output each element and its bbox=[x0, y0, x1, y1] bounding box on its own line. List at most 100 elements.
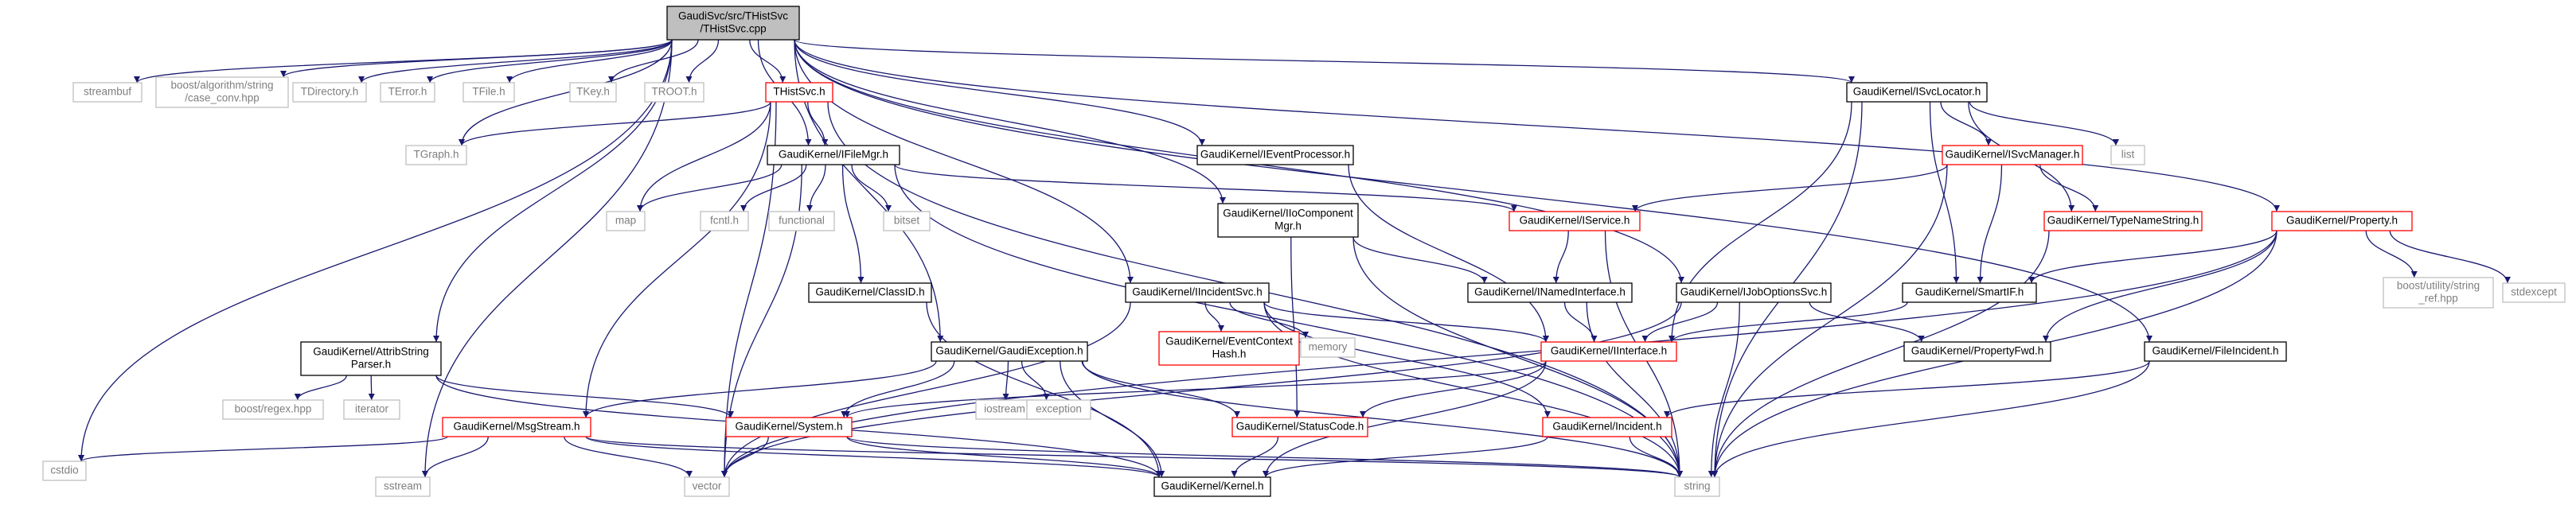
node-inamed[interactable]: GaudiKernel/INamedInterface.h bbox=[1467, 282, 1633, 303]
edge-ifilemgr-to-bitset bbox=[851, 164, 892, 212]
node-label-ieventproc: GaudiKernel/IEventProcessor.h bbox=[1200, 149, 1350, 161]
edge-system-string bbox=[846, 436, 1683, 478]
node-label-tdirectory: TDirectory.h bbox=[301, 86, 359, 98]
node-box-ifilemgr bbox=[767, 145, 900, 165]
edge-root-troot bbox=[685, 39, 720, 84]
node-label-eventctx: GaudiKernel/EventContext bbox=[1165, 336, 1293, 348]
edge-root-to-iiocomp bbox=[794, 39, 1226, 204]
edge-iiocomp-inamed bbox=[1352, 236, 1488, 284]
node-smartif[interactable]: GaudiKernel/SmartIF.h bbox=[1902, 282, 2037, 303]
node-label-boostutil: _ref.hpp bbox=[2418, 293, 2458, 305]
edge-msgstream-to-vector bbox=[564, 436, 693, 478]
node-label-eventctx: Hash.h bbox=[1212, 348, 1247, 360]
node-iinterface[interactable]: GaudiKernel/IInterface.h bbox=[1540, 341, 1677, 362]
node-label-tfile: TFile.h bbox=[472, 86, 505, 98]
edge-root-tfile bbox=[506, 39, 673, 84]
node-box-incident bbox=[1542, 417, 1672, 437]
node-statuscode[interactable]: GaudiKernel/StatusCode.h bbox=[1231, 417, 1368, 437]
node-kernel[interactable]: GaudiKernel/Kernel.h bbox=[1153, 476, 1271, 497]
edge-thistsvc-to-map bbox=[637, 101, 771, 212]
edge-root-tdirectory bbox=[358, 39, 673, 84]
edge-ijobopt-propfwd bbox=[1809, 301, 1925, 343]
edge-isvcloc-to-isvcmgr bbox=[1940, 101, 1992, 146]
edge-attrib-to-system bbox=[435, 375, 734, 418]
node-ijobopt[interactable]: GaudiKernel/IJobOptionsSvc.h bbox=[1676, 282, 1832, 303]
node-iservice[interactable]: GaudiKernel/IService.h bbox=[1509, 211, 1641, 231]
edge-iincident-eventctx bbox=[1204, 301, 1224, 332]
edge-iinterface-to-kernel bbox=[1263, 360, 1547, 478]
node-isvcloc[interactable]: GaudiKernel/ISvcLocator.h bbox=[1846, 82, 1988, 103]
node-tgraph: TGraph.h bbox=[405, 145, 467, 165]
edge-root-isvcloc bbox=[794, 39, 1855, 84]
node-label-boostalgo: boost/algorithm/string bbox=[170, 80, 273, 91]
edge-root-fileinc bbox=[794, 39, 2153, 343]
node-iincident[interactable]: GaudiKernel/IIncidentSvc.h bbox=[1125, 282, 1270, 303]
edge-iincident-to-vector bbox=[721, 301, 1131, 478]
node-label-root: /THistSvc.cpp bbox=[700, 23, 766, 35]
edge-root-to-ieventproc bbox=[794, 39, 1205, 146]
node-label-iiocomp: GaudiKernel/IIoComponent bbox=[1223, 208, 1353, 220]
node-ifilemgr[interactable]: GaudiKernel/IFileMgr.h bbox=[767, 145, 900, 165]
node-box-root bbox=[666, 6, 800, 41]
edge-isvcmgr-to-typename bbox=[2039, 164, 2099, 212]
node-label-functional: functional bbox=[779, 215, 825, 227]
edge-gaudiexc-to-system bbox=[841, 360, 955, 418]
node-typename[interactable]: GaudiKernel/TypeNameString.h bbox=[2043, 211, 2203, 231]
node-box-boostutil bbox=[2383, 277, 2494, 309]
edge-thistsvc-to-tgraph bbox=[459, 101, 771, 146]
edge-isvcmgr-smartif bbox=[1977, 164, 2003, 284]
node-label-iincident: GaudiKernel/IIncidentSvc.h bbox=[1132, 286, 1263, 298]
edge-isvcmgr-typename bbox=[2039, 164, 2099, 212]
node-label-system: GaudiKernel/System.h bbox=[735, 421, 842, 433]
node-tfile: TFile.h bbox=[463, 82, 515, 103]
node-label-fcntl: fcntl.h bbox=[710, 215, 739, 227]
edge-root-property bbox=[794, 39, 2280, 212]
node-label-terror: TError.h bbox=[388, 86, 427, 98]
node-label-isvcmgr: GaudiKernel/ISvcManager.h bbox=[1946, 149, 2080, 161]
node-gaudiexc[interactable]: GaudiKernel/GaudiException.h bbox=[931, 341, 1088, 362]
edge-root-to-sstream bbox=[422, 39, 673, 478]
node-propfwd[interactable]: GaudiKernel/PropertyFwd.h bbox=[1903, 341, 2051, 362]
node-label-stdexcept: stdexcept bbox=[2511, 286, 2557, 298]
node-isvcmgr[interactable]: GaudiKernel/ISvcManager.h bbox=[1942, 145, 2083, 165]
node-system[interactable]: GaudiKernel/System.h bbox=[725, 417, 853, 437]
node-box-exception bbox=[1026, 399, 1091, 420]
edge-property-boostutil bbox=[2365, 230, 2418, 278]
node-root[interactable]: GaudiSvc/src/THistSvc/THistSvc.cpp bbox=[666, 6, 800, 41]
node-property[interactable]: GaudiKernel/Property.h bbox=[2271, 211, 2413, 231]
node-label-property: GaudiKernel/Property.h bbox=[2286, 215, 2398, 227]
edge-ifilemgr-classid bbox=[841, 164, 865, 284]
edge-msgstream-string bbox=[585, 436, 1683, 478]
node-box-gaudiexc bbox=[931, 341, 1088, 362]
edge-gaudiexc-system bbox=[841, 360, 955, 418]
edge-gaudiexc-msgstream bbox=[583, 360, 937, 418]
node-fileinc[interactable]: GaudiKernel/FileIncident.h bbox=[2144, 341, 2287, 362]
node-msgstream[interactable]: GaudiKernel/MsgStream.h bbox=[442, 417, 591, 437]
node-label-sstream: sstream bbox=[384, 480, 422, 492]
node-box-property bbox=[2271, 211, 2413, 231]
edge-msgstream-to-string bbox=[585, 436, 1683, 478]
edge-ifilemgr-fcntl bbox=[740, 164, 807, 212]
edge-ieventproc-iinterface bbox=[1348, 164, 1549, 343]
edge-property-to-propfwd bbox=[2043, 230, 2277, 343]
edge-fileinc-string bbox=[1711, 360, 2150, 478]
node-label-boostregex: boost/regex.hpp bbox=[235, 403, 312, 415]
node-label-thistsvc: THistSvc.h bbox=[773, 86, 825, 98]
node-incident[interactable]: GaudiKernel/Incident.h bbox=[1542, 417, 1672, 437]
edge-fileinc-to-string bbox=[1711, 360, 2150, 478]
node-thistsvc[interactable]: THistSvc.h bbox=[765, 82, 833, 103]
node-box-typename bbox=[2043, 211, 2203, 231]
node-label-boostutil: boost/utility/string bbox=[2397, 280, 2480, 292]
edge-root-to-tfile bbox=[506, 39, 673, 84]
edge-root-to-tgraph bbox=[459, 39, 673, 146]
edge-gaudiexc-to-exception bbox=[1021, 360, 1050, 401]
node-boostutil: boost/utility/string_ref.hpp bbox=[2383, 277, 2494, 309]
edge-system-vector bbox=[721, 436, 769, 478]
edge-msgstream-to-kernel bbox=[585, 436, 1162, 478]
node-ieventproc[interactable]: GaudiKernel/IEventProcessor.h bbox=[1196, 145, 1354, 165]
node-label-tgraph: TGraph.h bbox=[413, 149, 459, 161]
node-classid[interactable]: GaudiKernel/ClassID.h bbox=[808, 282, 932, 303]
